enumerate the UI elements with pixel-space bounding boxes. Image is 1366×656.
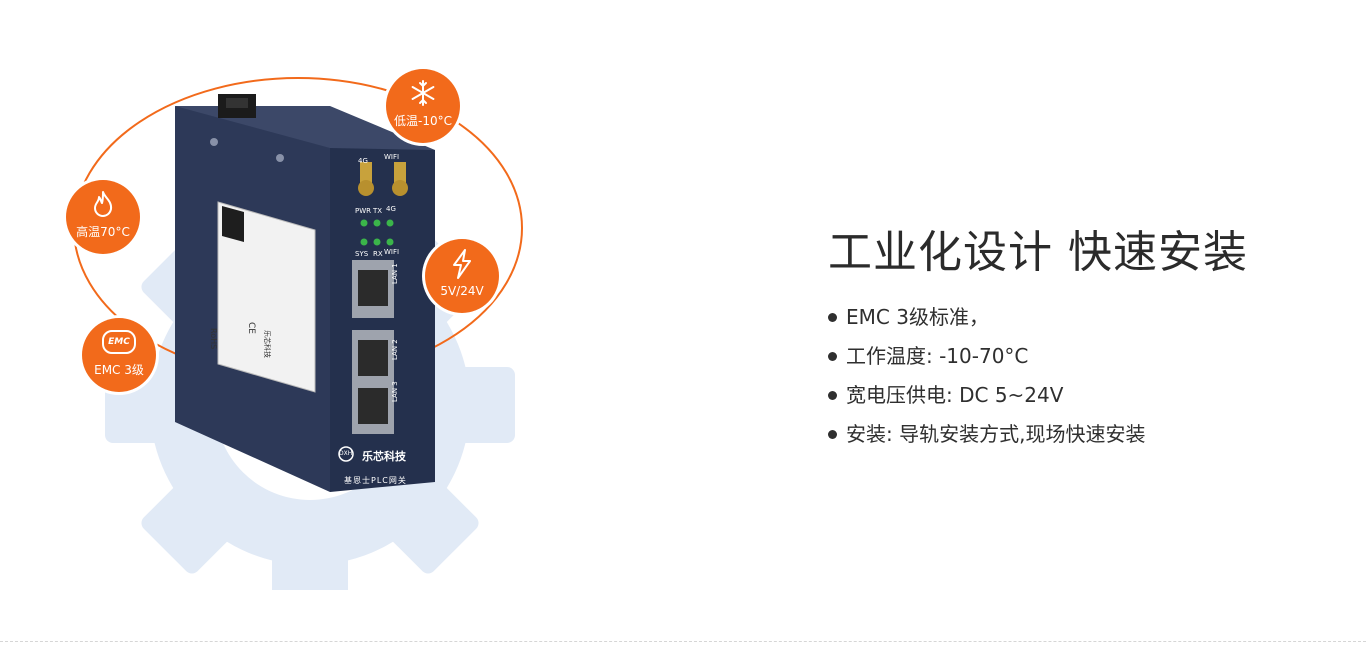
led-label-wifi: WIFI bbox=[384, 248, 400, 256]
device-label-wifi: WIFI bbox=[384, 153, 400, 161]
badge-high-temp-label: 高温70°C bbox=[76, 225, 130, 239]
device-label-4g: 4G bbox=[358, 157, 368, 165]
badge-voltage: 5V/24V bbox=[425, 239, 499, 313]
list-item: 宽电压供电: DC 5~24V bbox=[828, 378, 1145, 417]
device-label-rohs: RoHS bbox=[209, 328, 218, 350]
led-label-pwr: PWR bbox=[355, 207, 372, 215]
divider bbox=[0, 641, 1366, 642]
device-brand-mark: DXH bbox=[339, 450, 353, 457]
feature-text: 安装: 导轨安装方式,现场快速安装 bbox=[846, 422, 1146, 446]
badge-high-temp: 高温70°C bbox=[66, 180, 140, 254]
led-label-tx: TX bbox=[373, 207, 383, 215]
badge-emc-label: EMC 3级 bbox=[94, 363, 144, 377]
device-product-name: 基恩士PLC网关 bbox=[344, 476, 407, 485]
bullet-icon bbox=[828, 391, 837, 400]
feature-text: EMC 3级标准， bbox=[846, 305, 989, 329]
led-label-sys: SYS bbox=[355, 250, 369, 258]
list-item: 工作温度: -10-70°C bbox=[828, 339, 1145, 378]
emc-logo-text: EMC bbox=[108, 337, 130, 347]
lightning-icon bbox=[453, 249, 471, 279]
badge-emc: EMC EMC 3级 bbox=[82, 318, 156, 392]
feature-text: 宽电压供电: DC 5~24V bbox=[846, 383, 1064, 407]
page-title: 工业化设计 快速安装 bbox=[828, 227, 1248, 278]
badge-low-temp-label: 低温-10°C bbox=[394, 114, 452, 128]
device-label-brand: 乐芯科技 bbox=[263, 330, 271, 358]
feature-list: EMC 3级标准， 工作温度: -10-70°C 宽电压供电: DC 5~24V… bbox=[828, 300, 1145, 456]
bullet-icon bbox=[828, 430, 837, 439]
badge-voltage-label: 5V/24V bbox=[440, 284, 484, 298]
emc-logo-icon: EMC bbox=[102, 330, 136, 354]
list-item: EMC 3级标准， bbox=[828, 300, 1145, 339]
port-label-lan3: LAN 3 bbox=[391, 381, 399, 402]
led-label-rx: RX bbox=[373, 250, 383, 258]
led-label-4g: 4G bbox=[386, 205, 396, 213]
flame-icon bbox=[94, 191, 113, 217]
list-item: 安装: 导轨安装方式,现场快速安装 bbox=[828, 417, 1145, 456]
iot-gateway-device bbox=[175, 94, 435, 492]
bullet-icon bbox=[828, 352, 837, 361]
device-label-ce: CE bbox=[246, 322, 256, 334]
feature-text: 工作温度: -10-70°C bbox=[846, 344, 1029, 368]
bullet-icon bbox=[828, 313, 837, 322]
port-label-lan1: LAN 1 bbox=[391, 263, 399, 284]
badge-low-temp: 低温-10°C bbox=[386, 69, 460, 143]
port-label-lan2: LAN 2 bbox=[391, 339, 399, 360]
snowflake-icon bbox=[411, 80, 435, 106]
device-brand-name: 乐芯科技 bbox=[362, 450, 406, 463]
